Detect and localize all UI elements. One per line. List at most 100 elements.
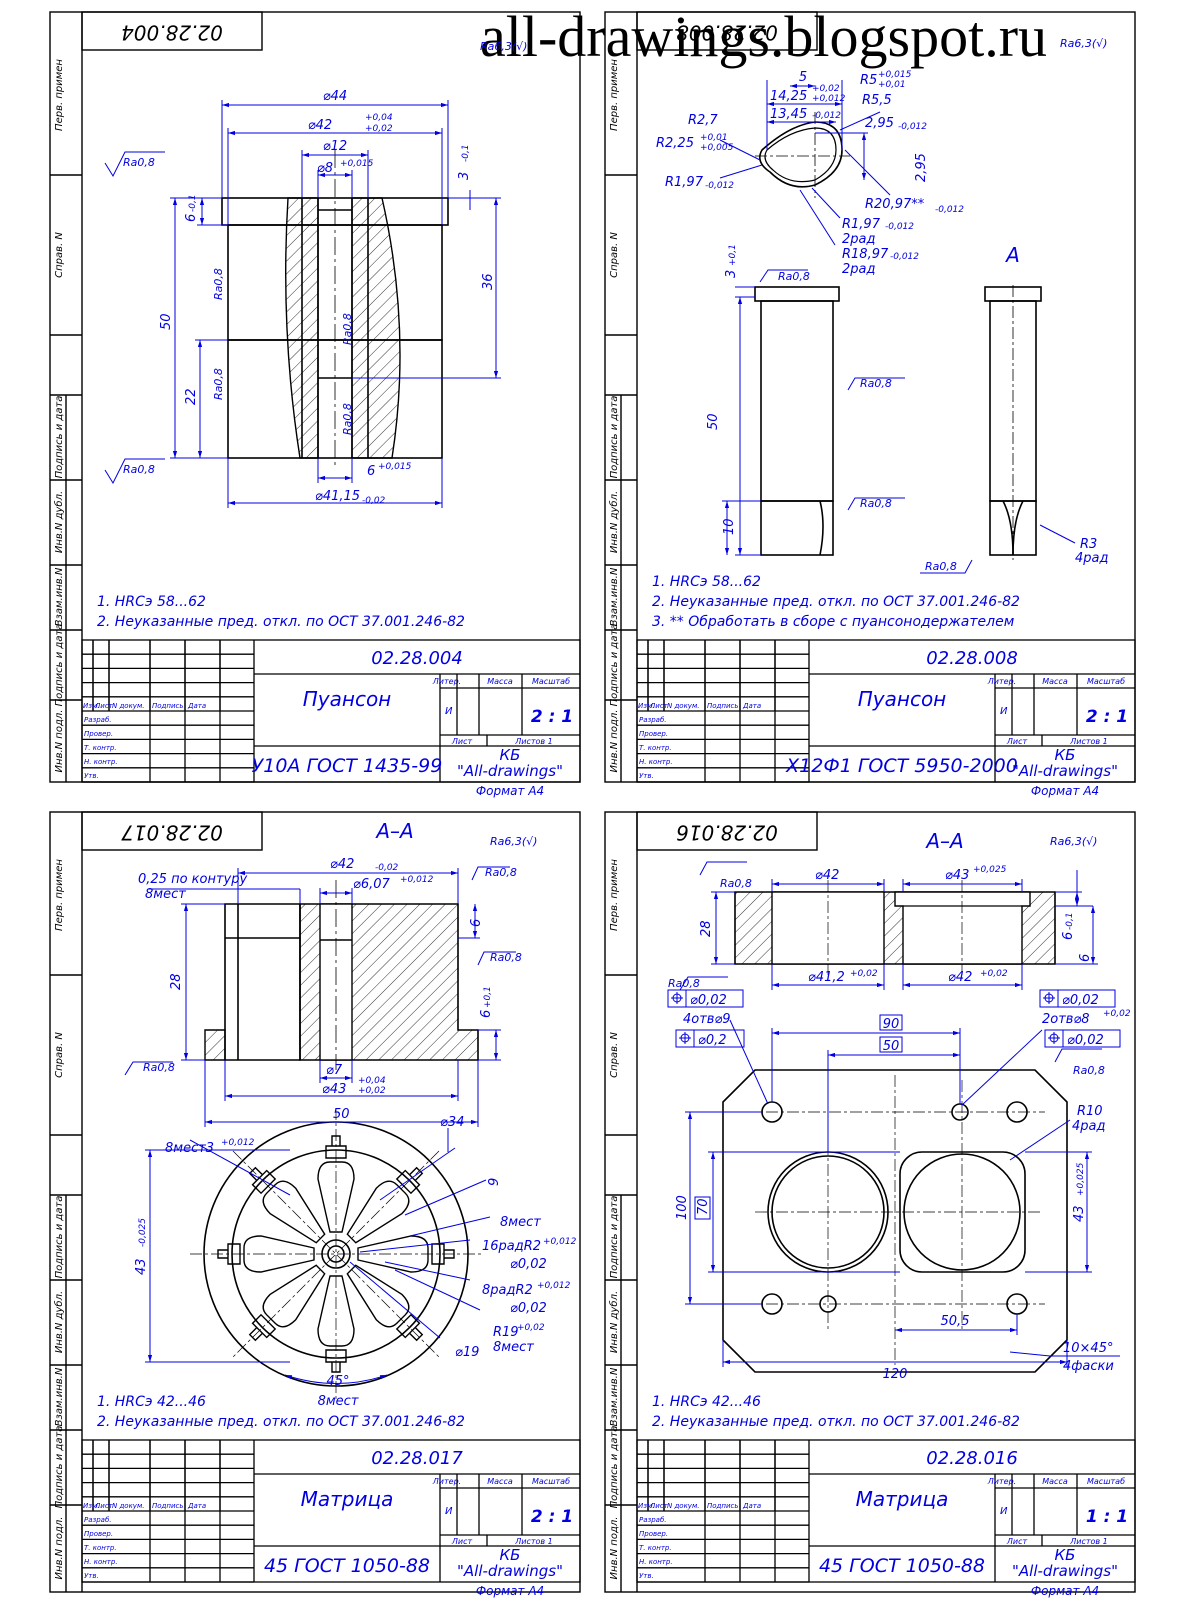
watermark-text: all-drawings.blogspot.ru [480,4,1048,69]
s3-dim-r2a: 16радR2 [482,1239,541,1254]
s1-dim-h50: 50 [159,313,174,330]
s2-dim-r197b: R1,97 [842,217,881,232]
tb1-izm: Изм. [83,702,99,710]
tb4-utv: Утв. [639,1572,654,1580]
s1-note-2: 2. Неуказанные пред. откл. по ОСТ 37.001… [97,614,465,630]
s2-dim-r225-up: +0,01 [700,133,728,143]
s2-side-podp1: Подпись и дата [609,396,620,479]
s2-ra-3: Ra0,8 [778,270,810,283]
s2-dim-r197a: R1,97 [665,175,704,190]
s4-dim-h43: 43 [1072,1205,1087,1222]
s4-dim-ch-n: 4фаски [1063,1359,1114,1374]
tb4-liter: Литер. [987,1477,1016,1486]
s3-dim-d607-tol: +0,012 [400,875,434,885]
s4-dim-d43: ⌀43 [945,868,969,883]
s1-side-dubl: Инв.N дубл. [53,491,65,553]
tb2-ndokum: N докум. [667,702,699,710]
s1-dim-d8: ⌀8 [317,161,333,176]
tb1-material: У10А ГОСТ 1435-99 [252,755,443,777]
s2-dim-r2097: R20,97** [865,197,925,212]
s1-side-podl: Инв.N подл. [54,710,65,773]
s3-dim-d42-tol: -0,02 [375,863,399,873]
s1-dim-h3: 3 [457,172,472,180]
s2-dim-r3: R3 [1080,537,1097,552]
s2-dim-r55: R5,5 [862,93,892,108]
tb3-podpis: Подпись [152,1502,184,1510]
tb3-listov: Листов 1 [514,1537,553,1546]
tb1-prover: Провер. [84,730,113,738]
tb2-tkontr: Т. контр. [639,744,672,752]
s1-ra-3: Ra0,8 [212,268,225,300]
tb3-material: 45 ГОСТ 1050-88 [264,1555,430,1577]
s4-dim-w505: 50,5 [941,1314,970,1329]
s2-dim-r225: R2,25 [656,136,694,151]
s3-dim-m3-tol: +0,012 [221,1138,255,1148]
s3-dim-tol1: ⌀0,02 [510,1257,547,1272]
s1-dim-d8-tol: +0,015 [340,159,374,169]
tb1-code: 02.28.004 [371,648,463,669]
s4-dim-d412-tol: +0,02 [850,969,878,979]
s3-ra-2: Ra0,8 [490,951,522,964]
tb1-tkontr: Т. контр. [84,744,117,752]
sheet3-drawing: A–A ⌀42 -0,02 0,25 по контуру 8мест ⌀6,0… [97,819,577,1430]
s4-dim-ch: 10×45° [1063,1341,1113,1356]
s2-dim-h3: 3 [724,270,739,278]
s2-side-podp2: Подпись и дата [609,624,620,707]
s4-dim-pos4: ⌀0,02 [1067,1033,1104,1048]
tb1-kb2: "All-drawings" [457,762,563,780]
tb2-format: Формат A4 [1031,784,1099,798]
tb3-code: 02.28.017 [371,1448,463,1469]
s4-dim-d412: ⌀41,2 [808,970,845,985]
s1-dim-h3-tol: -0,1 [461,144,471,162]
s2-dim-w295-tol: -0,012 [898,122,927,132]
title-block-3 [81,1439,581,1583]
tb2-podpis: Подпись [707,702,739,710]
s2-dim-r197b-tol: -0,012 [885,222,914,232]
tb4-format: Формат A4 [1031,1584,1099,1598]
s1-dim-w6: 6 [367,464,375,479]
tb2-material: Х12Ф1 ГОСТ 5950-2000 [785,755,1018,777]
sheet-frame-2 [604,11,1136,783]
s3-dim-m3: 8мест3 [165,1141,214,1156]
s4-dim-d43-tol: +0,025 [973,865,1007,875]
tb3-massa: Масса [487,1477,513,1486]
tb3-tkontr: Т. контр. [84,1544,117,1552]
tb2-scale: 2 : 1 [1086,707,1128,727]
s1-rough-general: Ra6,3(√) [480,40,527,53]
tb3-nkontr: Н. контр. [84,1558,118,1566]
s4-ra-2: Ra0,8 [668,977,700,990]
s1-dim-h36: 36 [481,273,496,290]
tb2-nkontr: Н. контр. [639,758,673,766]
tb4-nkontr: Н. контр. [639,1558,673,1566]
s4-dim-h6b: 6 [1078,954,1093,962]
s3-side-sprav: Справ. N [54,1032,65,1078]
tb2-list: Лист [649,702,669,710]
tb1-name: Пуансон [303,687,392,711]
s1-dim-d44: ⌀44 [323,89,347,104]
s4-dim-h6a: 6 [1061,932,1076,940]
s2-dim-w14-dn: +0,012 [812,94,846,104]
s3-ra-1: Ra0,8 [485,866,517,879]
s2-dim-r197b-note: 2рад [842,232,875,247]
s3-dim-d42: ⌀42 [330,857,354,872]
tb4-masshtab: Масштаб [1087,1477,1125,1486]
tb4-tkontr: Т. контр. [639,1544,672,1552]
s4-dim-pos3: ⌀0,2 [698,1033,727,1048]
s3-dim-h6b-tol: +0,1 [483,986,493,1008]
s3-note-2: 2. Неуказанные пред. откл. по ОСТ 37.001… [97,1414,465,1430]
s1-ra-6: Ra0,8 [341,403,354,435]
s2-side-sprav: Справ. N [609,232,620,278]
s4-ra-1: Ra0,8 [720,877,752,890]
tb3-razrab: Разраб. [84,1516,112,1524]
s1-dim-d42-up: +0,04 [365,113,393,123]
s2-dim-r1897-note: 2рад [842,262,875,277]
s4-side-podl: Инв.N подл. [609,1517,620,1580]
s2-note-1: 1. HRCэ 58...62 [652,574,761,590]
s2-dim-r1897: R18,97 [842,247,889,262]
tb1-list: Лист [94,702,114,710]
s3-side-dubl: Инв.N дубл. [53,1291,65,1353]
s1-dim-h22: 22 [184,388,199,405]
s2-side-podl: Инв.N подл. [609,710,620,773]
tb3-list: Лист [94,1502,114,1510]
sheet3-code-rotated: 02.28.017 [121,821,223,845]
